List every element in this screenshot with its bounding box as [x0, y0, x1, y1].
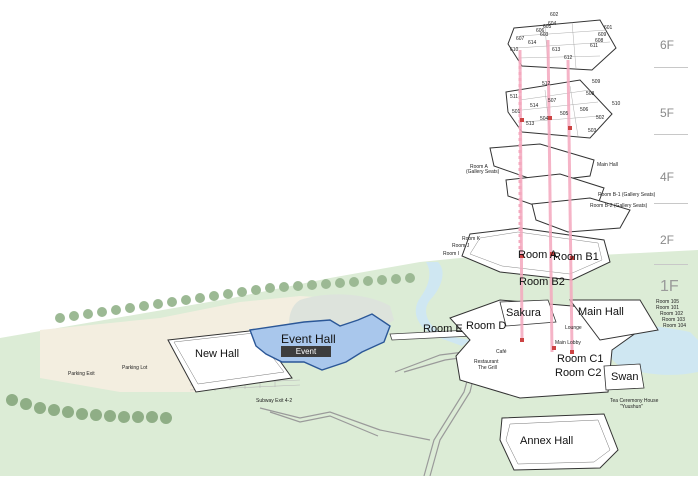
parking-exit-label: Parking Exit [68, 371, 95, 377]
room-c2-label: Room C2 [555, 367, 602, 379]
tree-row-left [6, 394, 172, 424]
main-hall[interactable] [569, 299, 659, 341]
room-602-label: 602 [550, 12, 559, 18]
floor-4f-selector[interactable]: 4F [660, 170, 675, 184]
room-102-label: Room 102 [660, 311, 684, 317]
room-608-label: 608 [595, 38, 604, 44]
entrance-markers [520, 116, 574, 354]
cafe-label: Café [496, 349, 507, 355]
gallery-seats-label: (Gallery Seats) [466, 169, 500, 175]
main-lobby-label: Main Lobby [555, 340, 581, 346]
room-d-label: Room D [466, 320, 507, 332]
event-hall-label: Event Hall [281, 332, 336, 346]
room-507-label: 507 [548, 98, 557, 104]
room-502-label: 502 [596, 115, 605, 121]
room-603-label: 603 [540, 32, 549, 38]
room-b2-gallery-label: Room B-2 (Gallery Seats) [590, 203, 648, 209]
room-b1-label: Room B1 [553, 251, 599, 263]
room-511-label: 511 [510, 94, 518, 100]
tree-row-top [55, 273, 415, 323]
floor-2f-selector[interactable]: 2F [660, 233, 675, 247]
floor-2f-plan[interactable] [461, 227, 611, 281]
subway-exit-label: Subway Exit 4-2 [256, 398, 293, 404]
room-e-label: Room E [423, 323, 463, 335]
river [415, 262, 470, 346]
swan-label: Swan [611, 371, 639, 383]
room-a-gallery-label: Room A [470, 164, 488, 170]
room-514-label: 514 [530, 103, 539, 109]
room-101-label: Room 101 [656, 305, 680, 311]
room-508-label: 508 [586, 91, 595, 97]
floor-divider [654, 203, 688, 204]
room-k-label: Room K [462, 236, 481, 242]
floor-4f-plan-c[interactable] [531, 197, 631, 233]
floor-divider [654, 264, 688, 265]
annex-hall-label: Annex Hall [520, 435, 574, 447]
tea-house-sub-label: "Yuushun" [620, 404, 644, 410]
main-hall-4f-label: Main Hall [597, 162, 618, 168]
room-103-label: Room 103 [662, 317, 686, 323]
room-610-label: 610 [510, 47, 519, 53]
tea-house-label: Tea Ceremony House [610, 398, 659, 404]
parking-lot-label: Parking Lot [122, 365, 148, 371]
room-606-label: 606 [536, 28, 545, 34]
room-b2-label: Room B2 [519, 276, 565, 288]
room-c1-label: Room C1 [557, 353, 604, 365]
room-b1-gallery-label: Room B-1 (Gallery Seats) [598, 192, 656, 198]
room-513-label: 513 [526, 121, 535, 127]
room-i-label: Room I [443, 251, 460, 257]
room-612-label: 612 [564, 55, 573, 61]
room-104-label: Room 104 [663, 323, 687, 329]
floor-6f-selector[interactable]: 6F [660, 38, 675, 52]
annex-hall[interactable] [499, 413, 619, 471]
room-a-label: Room A [518, 249, 558, 261]
new-hall-label: New Hall [195, 348, 240, 360]
room-601-label: 601 [604, 25, 613, 31]
room-501-label: 501 [512, 109, 521, 115]
floor-5f-plan[interactable] [505, 79, 613, 139]
lounge-label: Lounge [565, 325, 582, 331]
room-614-label: 614 [528, 40, 537, 46]
room-105-label: Room 105 [656, 299, 680, 305]
room-504-label: 504 [540, 116, 549, 122]
floor-1f-selector[interactable]: 1F [660, 278, 679, 295]
room-510-label: 510 [612, 101, 621, 107]
floor-5f-selector[interactable]: 5F [660, 106, 675, 120]
restaurant-label: Restaurant [474, 359, 499, 365]
floor-divider [654, 134, 688, 135]
floor-divider [654, 67, 688, 68]
main-hall-label: Main Hall [578, 306, 624, 318]
sakura-room[interactable] [499, 299, 557, 327]
sakura-label: Sakura [506, 307, 541, 319]
room-503-label: 503 [588, 128, 597, 134]
room-509-label: 509 [592, 79, 601, 85]
room-605-label: 605 [543, 24, 552, 30]
room-506-label: 506 [580, 107, 589, 113]
event-badge[interactable]: Event [281, 346, 331, 357]
swan-room[interactable] [603, 363, 645, 391]
the-grill-label: The Grill [478, 365, 497, 371]
room-512-label: 512 [542, 81, 551, 87]
room-611-label: 611 [590, 43, 598, 49]
room-604-label: 604 [548, 21, 557, 27]
room-505-label: 505 [560, 111, 569, 117]
room-j-label: Room J [452, 243, 470, 249]
room-609-label: 609 [598, 32, 607, 38]
room-607-label: 607 [516, 36, 525, 42]
room-613-label: 613 [552, 47, 561, 53]
